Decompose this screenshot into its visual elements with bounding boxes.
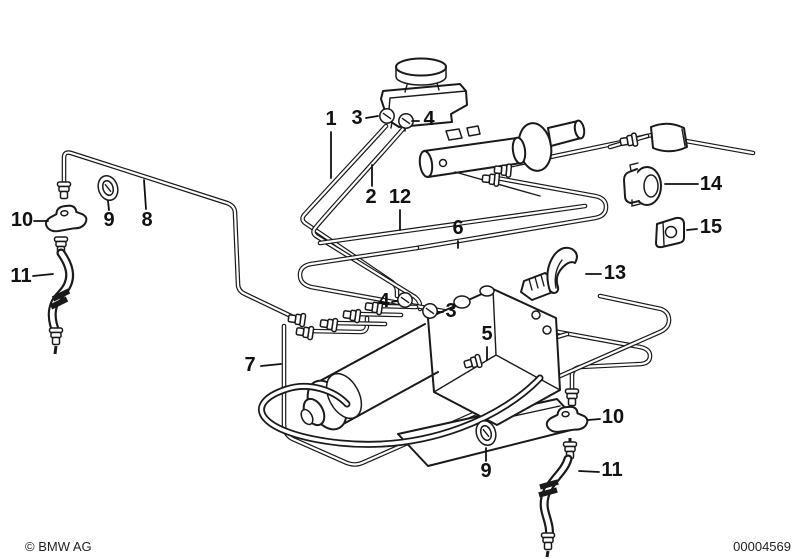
document-number: 00004569 xyxy=(733,539,791,554)
callout-11-left: 11 xyxy=(10,265,31,287)
callout-9-right: 9 xyxy=(480,460,491,482)
bracket-15 xyxy=(655,216,685,249)
callout-10-left: 10 xyxy=(11,209,33,231)
callout-15: 15 xyxy=(700,216,722,238)
brake-hose-11-left xyxy=(50,236,70,355)
grommet-9-left xyxy=(94,172,122,204)
pipe-clip-13 xyxy=(520,246,578,301)
leader-11-left xyxy=(32,273,54,277)
callout-7: 7 xyxy=(244,354,255,376)
abs-port-stubs xyxy=(309,306,416,332)
leader-3-upper xyxy=(365,115,379,119)
grommet-holder-14 xyxy=(623,162,662,207)
brake-hose-11-right xyxy=(538,438,578,558)
callout-5: 5 xyxy=(481,323,492,345)
leader-4-lower xyxy=(391,300,398,303)
mc-union-c xyxy=(618,132,639,150)
callout-4-lower: 4 xyxy=(378,290,390,312)
callout-13: 13 xyxy=(604,262,626,284)
pipe-union-left xyxy=(56,181,72,200)
screw-plug-4-lower xyxy=(397,292,413,308)
abs-pump-motor xyxy=(300,323,439,431)
reservoir-cap xyxy=(395,57,447,86)
abs-union-b xyxy=(294,323,315,341)
callout-9-left: 9 xyxy=(103,209,114,231)
leader-7 xyxy=(260,363,282,367)
mc-union-a xyxy=(481,171,501,188)
screw-plug-3-upper xyxy=(379,108,395,124)
pipe-bracket-10-left xyxy=(43,203,89,234)
brake-pipe-2 xyxy=(314,129,421,309)
leader-8 xyxy=(143,179,147,210)
leader-10-right xyxy=(587,418,601,421)
callout-12: 12 xyxy=(389,186,411,208)
sensor-cable xyxy=(610,122,753,153)
callout-11-right: 11 xyxy=(601,459,622,481)
leader-11-right xyxy=(578,470,600,473)
screw-plug-3-lower xyxy=(422,303,438,319)
leader-lines xyxy=(32,115,699,473)
callout-6: 6 xyxy=(452,217,463,239)
copyright-notice: © BMW AG xyxy=(25,539,92,554)
callout-14: 14 xyxy=(700,173,723,195)
brake-pipe-8-front-left xyxy=(64,153,291,316)
callouts: 1 3 4 2 12 6 14 15 13 4 3 5 7 10 9 8 11 … xyxy=(10,107,723,482)
leader-15 xyxy=(686,228,698,231)
cable-connector xyxy=(650,122,688,153)
callout-10-right: 10 xyxy=(602,406,624,428)
leader-9-left xyxy=(107,200,110,211)
callout-3-lower: 3 xyxy=(445,300,456,322)
callout-3-upper: 3 xyxy=(351,107,362,129)
master-cylinder-booster xyxy=(418,119,586,197)
abs-union-d xyxy=(341,306,362,324)
callout-1: 1 xyxy=(325,108,336,130)
callout-4-upper: 4 xyxy=(423,108,435,130)
abs-hydraulic-unit xyxy=(261,285,584,467)
callout-2: 2 xyxy=(365,186,376,208)
right-hose-union xyxy=(564,388,580,407)
screw-plug-4-upper xyxy=(398,113,414,129)
callout-8: 8 xyxy=(141,209,152,231)
